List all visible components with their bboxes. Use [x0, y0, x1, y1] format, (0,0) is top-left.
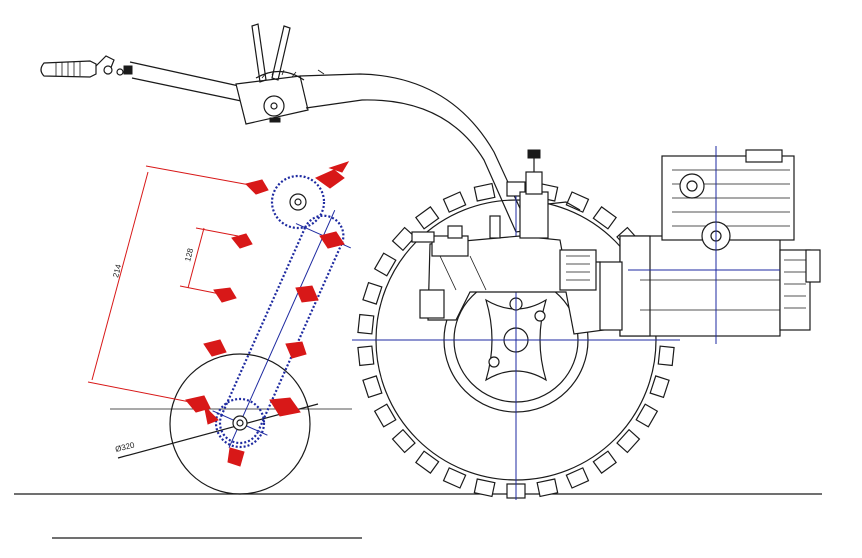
control-lever-left	[251, 23, 267, 83]
lower-sprocket	[214, 397, 266, 449]
upper-sprocket	[270, 174, 326, 230]
tyre-lug	[657, 345, 675, 367]
tyre-lug	[391, 428, 416, 454]
dimension-lines	[87, 165, 251, 403]
engine-boss	[679, 173, 705, 199]
tyre-lug	[415, 206, 440, 230]
handle-tube	[129, 61, 249, 103]
dimension-pitch: 214	[111, 263, 123, 279]
tyre-lugs	[357, 181, 675, 499]
tyre-lug	[649, 375, 670, 399]
dimension-diameter: Ø320	[114, 440, 136, 454]
tyre-lug	[616, 428, 641, 454]
control-lever-right	[271, 25, 291, 81]
tine-set	[185, 161, 350, 467]
rototiller-assembly: Ø320	[87, 161, 352, 495]
tyre-lug	[592, 206, 617, 230]
tyre-lug	[473, 478, 496, 498]
tyre-lug	[391, 226, 416, 252]
tyre-lug	[373, 403, 397, 428]
tyre-lug	[592, 450, 617, 474]
depth-wheel	[169, 353, 311, 495]
tyre-lug	[415, 450, 440, 474]
dimension-spacing: 128	[183, 247, 195, 263]
tyre-lug	[362, 281, 383, 305]
tyre-lug	[442, 191, 467, 213]
engine	[599, 146, 821, 344]
tyre-lug	[635, 403, 659, 428]
tyre-lug	[357, 313, 375, 335]
tyre-lug	[357, 345, 375, 367]
tyre-lug	[373, 252, 397, 277]
handlebar-assembly	[40, 23, 531, 233]
tyre-lug	[362, 375, 383, 399]
hub-flange	[484, 298, 548, 382]
gearbox	[411, 149, 605, 335]
tyre-lug	[442, 467, 467, 489]
hand-grip	[40, 60, 97, 78]
tyre-lug	[565, 467, 590, 489]
drive-wheel	[352, 181, 680, 500]
handle-arm	[299, 73, 531, 233]
tyre-lug	[565, 191, 590, 213]
muffler	[779, 249, 811, 331]
tyre-lug	[473, 182, 496, 202]
tyre-lug	[536, 478, 559, 498]
